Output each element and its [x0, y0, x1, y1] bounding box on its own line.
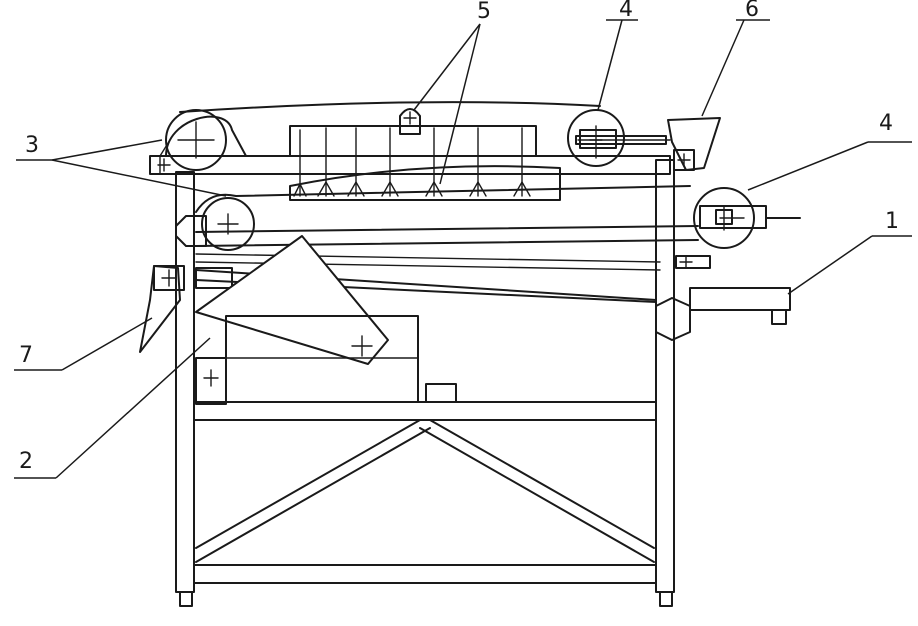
callout-2: 2 [19, 449, 33, 474]
leader-lines [14, 19, 912, 479]
hopper [667, 117, 721, 171]
motor-box [225, 315, 457, 403]
callout-1: 1 [885, 209, 899, 234]
callout-7: 7 [19, 343, 33, 368]
triangular-sieve [195, 235, 389, 405]
callout-4-top: 4 [619, 0, 633, 22]
right-pulley [693, 187, 801, 249]
callout-4-right: 4 [879, 111, 893, 136]
conveyor [175, 185, 699, 271]
upper-left-pulley [165, 109, 247, 171]
upper-belt [159, 101, 601, 157]
callout-3: 3 [25, 133, 39, 158]
rake-assembly [289, 125, 561, 201]
left-chute [139, 265, 233, 353]
callout-5: 5 [477, 0, 491, 24]
belt-clamp [399, 108, 421, 135]
top-right-pulley [567, 109, 671, 167]
callouts: 1 2 3 4 4 5 6 7 [19, 0, 899, 474]
callout-6: 6 [745, 0, 759, 22]
